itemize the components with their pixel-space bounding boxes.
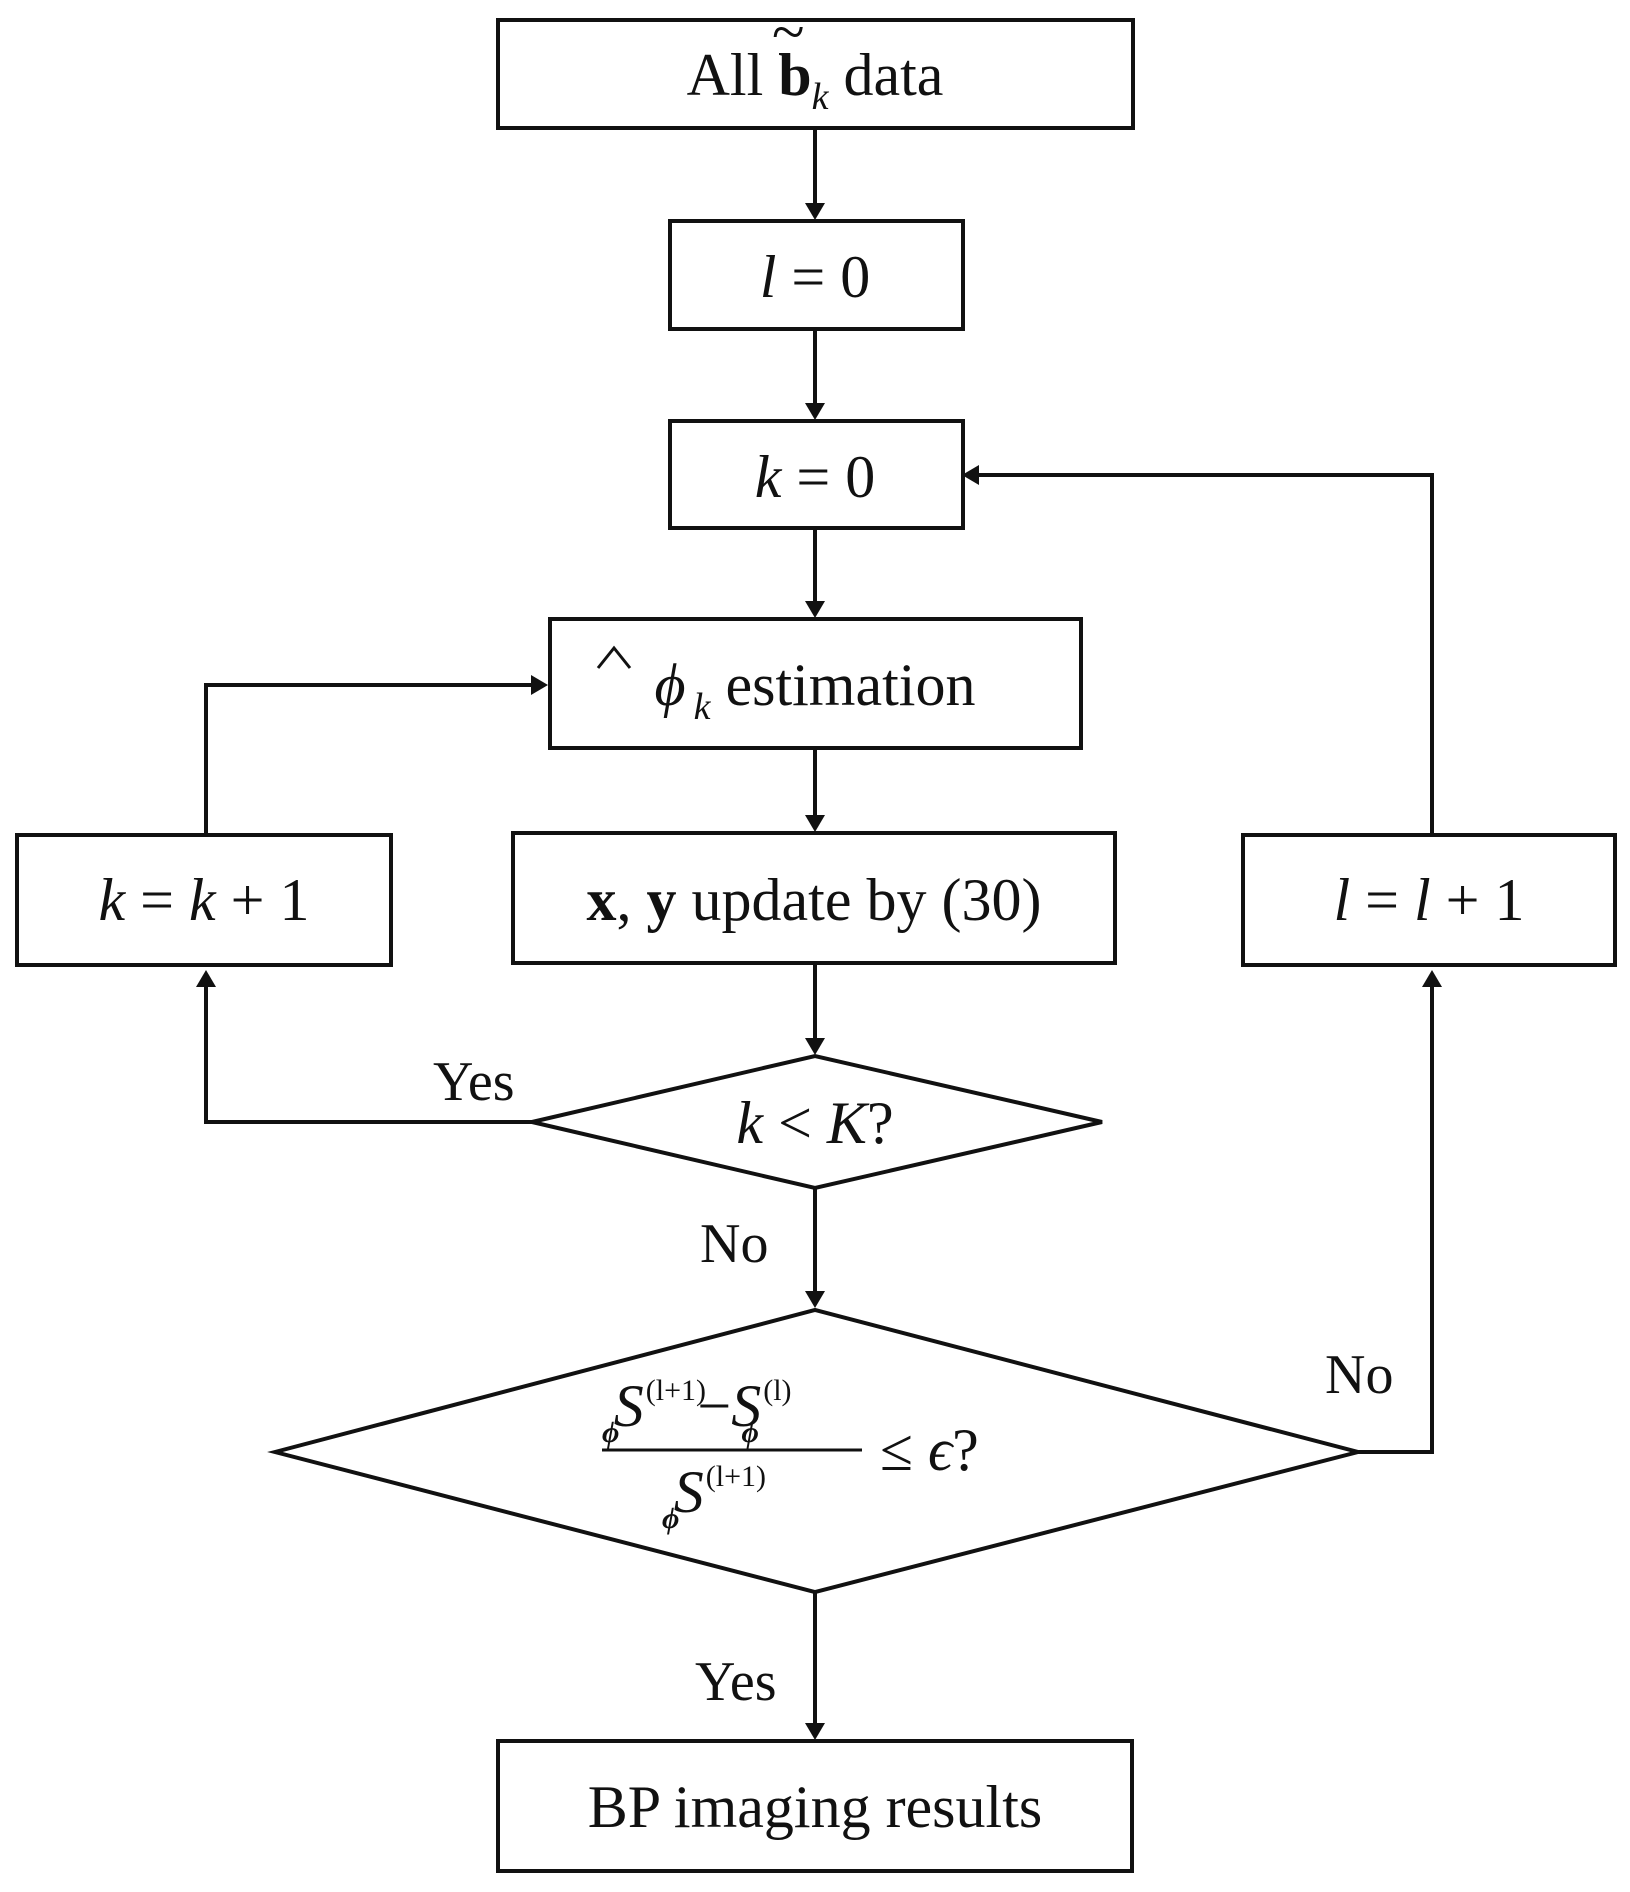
num-sup2: (l) [763, 1374, 791, 1407]
num-minus: − [697, 1373, 731, 1439]
arrowhead-linc [1422, 970, 1442, 987]
l-inc-l1: l [1333, 867, 1350, 933]
arrowhead-phi-left [531, 675, 548, 695]
label-kcheck-yes: Yes [433, 1051, 514, 1113]
arrowhead-kcheck [805, 1038, 825, 1055]
svg-text:x, y update by (30): x, y update by (30) [587, 867, 1042, 933]
arrowhead-kinc [196, 970, 216, 987]
l-increment-node: l = l + 1 [1241, 833, 1617, 967]
b-symbol: b [778, 42, 811, 108]
conv-eps: ϵ [928, 1417, 955, 1483]
l-inc-l2: l [1414, 867, 1431, 933]
k-inc-k1: k [99, 867, 127, 933]
start-text-post: data [828, 42, 943, 108]
svg-text:k = 0: k = 0 [755, 444, 875, 510]
tilde-mark: ~ [772, 0, 804, 65]
num-S2: S [731, 1373, 761, 1439]
kcheck-q: ? [867, 1090, 894, 1156]
k-init-lhs: k [755, 444, 783, 510]
convergence-decision: S(l+1)ϕ−S(l)ϕ S(l+1)ϕ ≤ ϵ? [267, 1307, 1366, 1595]
num-S1: S [614, 1373, 644, 1439]
l-init-rhs: 0 [840, 244, 870, 310]
y-symbol: y [647, 867, 677, 933]
svg-text:ϕk estimation: ϕk estimation [655, 652, 976, 728]
conv-rhs: ≤ ϵ? [880, 1417, 979, 1483]
l-inc-plus: + 1 [1431, 867, 1525, 933]
k-increment-node: k = k + 1 [15, 833, 393, 967]
arrowhead-l-init [805, 203, 825, 220]
x-symbol: x [587, 867, 617, 933]
edge-conv-no-to-linc [1358, 985, 1434, 1454]
arrowhead-xy [805, 815, 825, 832]
k-init-node: k = 0 [668, 419, 965, 530]
num-phi1: ϕ [602, 1416, 619, 1449]
den-phi: ϕ [662, 1502, 679, 1535]
svg-text:l = 0: l = 0 [760, 244, 871, 310]
arrowhead-phi [805, 601, 825, 618]
start-text-pre: All [687, 42, 779, 108]
k-init-eq: = [781, 444, 845, 510]
label-conv-yes: Yes [695, 1651, 776, 1713]
conv-numerator: S(l+1)ϕ−S(l)ϕ [602, 1373, 792, 1449]
kcheck-lt: < [763, 1090, 827, 1156]
l-init-lhs: l [760, 244, 777, 310]
svg-text:k = k + 1: k = k + 1 [99, 867, 310, 933]
k-inc-plus: + 1 [216, 867, 310, 933]
label-kcheck-no: No [700, 1213, 768, 1275]
num-phi2: ϕ [742, 1416, 759, 1449]
num-sup1: (l+1) [646, 1374, 706, 1407]
arrowhead-end [805, 1723, 825, 1740]
edge-linc-to-kinit [977, 473, 1434, 833]
den-S: S [674, 1459, 704, 1525]
b-sub-k: k [812, 76, 830, 118]
end-text: BP imaging results [588, 1774, 1042, 1840]
k-inc-eq: = [125, 867, 189, 933]
hat-mark [596, 645, 632, 669]
l-inc-eq: = [1350, 867, 1414, 933]
den-sup: (l+1) [706, 1460, 766, 1493]
svg-text:All b = k data: All b = k data [687, 42, 944, 118]
arrowhead-k-init [805, 403, 825, 420]
kcheck-K: K [826, 1090, 870, 1156]
k-init-rhs: 0 [845, 444, 875, 510]
conv-q: ? [952, 1417, 979, 1483]
svg-text:l = l + 1: l = l + 1 [1333, 867, 1524, 933]
edge-kinc-to-phi [204, 683, 533, 833]
phi-symbol: ϕ [655, 652, 686, 718]
start-node: All b = k data ~ [496, 0, 1135, 130]
l-init-node: l = 0 [668, 219, 965, 331]
label-conv-no: No [1325, 1344, 1393, 1406]
l-init-eq: = [776, 244, 840, 310]
connectors [196, 128, 1442, 1740]
kcheck-k: k [736, 1090, 764, 1156]
phi-subscript: k [694, 686, 712, 728]
xy-comma: , [617, 867, 647, 933]
phi-label: estimation [710, 652, 975, 718]
xy-update-node: x, y update by (30) [511, 831, 1117, 965]
svg-text:k < K?: k < K? [736, 1090, 893, 1156]
conv-denominator: S(l+1) ϕ [662, 1459, 766, 1535]
edge-kcheck-yes-to-kinc [204, 985, 532, 1124]
xy-update-text: update by (30) [677, 867, 1042, 933]
arrowhead-conv [805, 1291, 825, 1308]
conv-leq: ≤ [880, 1417, 928, 1483]
k-check-decision: k < K? [531, 1053, 1103, 1191]
end-node: BP imaging results [496, 1739, 1134, 1873]
k-inc-k2: k [189, 867, 217, 933]
arrowhead-kinit-right [962, 465, 979, 485]
